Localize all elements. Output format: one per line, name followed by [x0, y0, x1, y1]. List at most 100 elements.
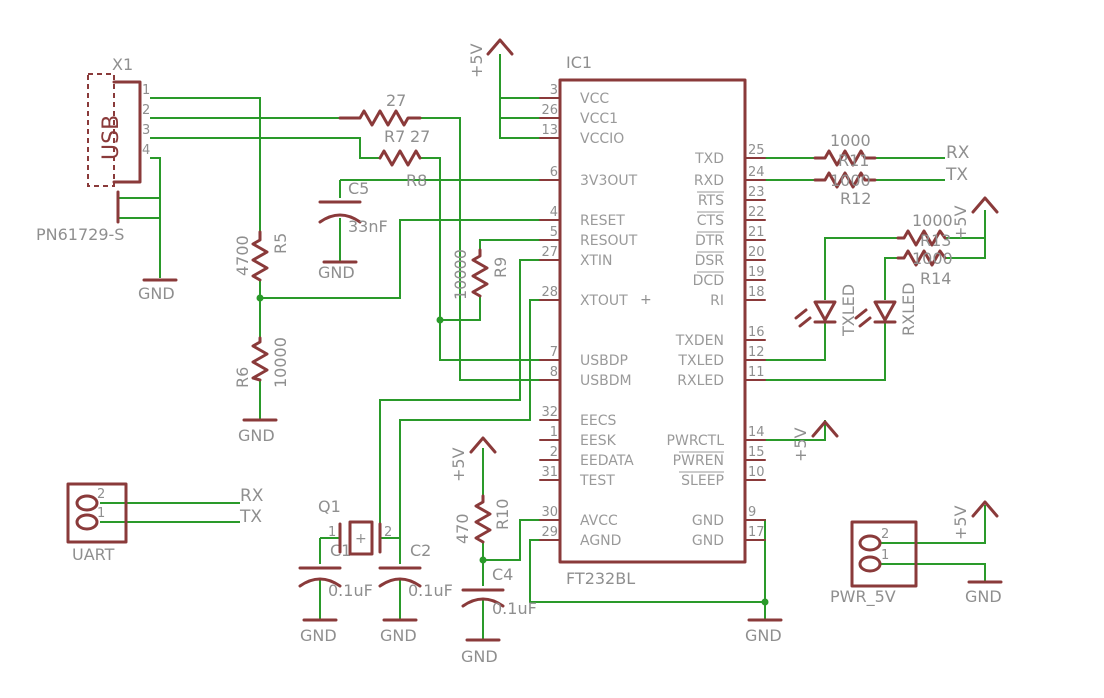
usb-pin-4: 4: [142, 143, 150, 158]
ic-pin-name: TEST: [579, 473, 615, 489]
ic-pin-name: RI: [710, 293, 724, 309]
capacitor-c1: C1 0.1uF: [298, 541, 373, 600]
r14-value: 1000: [912, 249, 953, 268]
c2-ref: C2: [410, 541, 431, 560]
r9-value: 10000: [451, 249, 470, 300]
capacitor-c4: C4 0.1uF: [461, 565, 537, 618]
resistor-r11: 1000 R11: [813, 131, 877, 170]
r13-ref: R13: [920, 231, 951, 250]
pwr-pin-2: 2: [881, 527, 889, 542]
vcc-symbol: +5V: [449, 436, 497, 482]
resistor-r6: 10000 R6: [233, 336, 290, 388]
ic-pin-name: USBDP: [580, 353, 628, 369]
ic-pin-number: 5: [550, 225, 558, 240]
q1-ref: Q1: [318, 497, 341, 516]
r8-value: 27: [410, 127, 430, 146]
ic-pin-number: 11: [748, 365, 765, 380]
c4-value: 0.1uF: [492, 599, 537, 618]
ic-pin-name: DSR: [695, 253, 725, 269]
net-rx: RX: [946, 143, 970, 163]
ic-pin-number: 27: [541, 245, 558, 260]
resistor-r5: 4700 R5: [233, 230, 290, 282]
ic-pin-number: 3: [550, 83, 558, 98]
c5-ref: C5: [348, 179, 369, 198]
junction-dot: [479, 556, 487, 564]
ic-pin-name: EECS: [580, 413, 616, 429]
ic-pin-number: 24: [748, 165, 765, 180]
gnd-label: GND: [300, 626, 337, 645]
uart-pin-1: 1: [97, 506, 105, 521]
resistor-r9: 10000 R9: [451, 248, 510, 300]
vcc-symbol: +5V: [467, 38, 514, 78]
ic-pin-name: GND: [692, 533, 724, 549]
vcc-symbol: +5V: [951, 500, 999, 540]
ic-pin-name: RESET: [580, 213, 625, 229]
uart-net-tx: TX: [239, 507, 262, 527]
r12-value: 1000: [830, 171, 871, 190]
vcc-symbol: +5V: [951, 196, 999, 240]
ic-pin-number: 22: [748, 205, 765, 220]
r6-value: 10000: [271, 337, 290, 388]
led-tx: TXLED: [794, 284, 858, 337]
r5-ref: R5: [271, 233, 290, 254]
junction-dot: [761, 598, 769, 606]
vcc-label: +5V: [951, 205, 970, 240]
ic-pin-number: 12: [748, 345, 765, 360]
gnd-label: GND: [238, 426, 275, 445]
usb-pin-2: 2: [142, 103, 150, 118]
gnd-symbol: GND: [318, 260, 358, 282]
ic-pin-name: TXDEN: [675, 333, 724, 349]
ic-pin-number: 21: [748, 225, 765, 240]
pwr-connector: 2 1 PWR_5V: [830, 520, 918, 607]
ic-pin-name: TXLED: [677, 353, 724, 369]
gnd-symbol: GND: [380, 618, 418, 645]
r10-value: 470: [453, 513, 472, 544]
ic-pin-number: 29: [541, 525, 558, 540]
q1-mark: +: [355, 531, 367, 547]
led-rx-label: RXLED: [899, 283, 918, 336]
r10-ref: R10: [493, 499, 512, 530]
vcc-label: +5V: [449, 447, 468, 482]
ic-pin-name: PWRCTL: [667, 433, 725, 449]
vcc-label: +5V: [951, 505, 970, 540]
ic-pin-name: CTS: [697, 213, 724, 229]
ic-pin-name: RXLED: [677, 373, 724, 389]
ic-ref: IC1: [566, 53, 592, 72]
net-tx: TX: [945, 165, 968, 185]
ic-pin-name: PWREN: [673, 453, 724, 469]
r13-value: 1000: [912, 211, 953, 230]
ic-pin-number: 31: [541, 465, 558, 480]
uart-pin-2: 2: [97, 487, 105, 502]
ic-pin-name: DCD: [693, 273, 724, 289]
vcc-label: +5V: [467, 43, 486, 78]
gnd-symbol: GND: [965, 580, 1003, 606]
uart-net-rx: RX: [240, 486, 264, 506]
ic-pin-name: VCC1: [580, 111, 618, 127]
usb-part-number: PN61729-S: [36, 225, 124, 244]
resistor-r10: 470 R10: [453, 494, 512, 544]
c5-value: 33nF: [348, 217, 388, 236]
usb-pin-3: 3: [142, 123, 150, 138]
r7-ref: R7: [384, 127, 405, 146]
r12-ref: R12: [840, 189, 871, 208]
uart-ref: UART: [72, 545, 115, 564]
ic-pin-number: 30: [541, 505, 558, 520]
ic-pin-number: 19: [748, 265, 765, 280]
gnd-symbol: GND: [300, 618, 338, 645]
ic-pin-name: RXD: [694, 173, 724, 189]
ic-pin-number: 26: [541, 103, 558, 118]
resistor-r14: 1000 R14: [896, 249, 953, 288]
gnd-label: GND: [745, 626, 782, 645]
ic-left-pins: 3VCC26VCC113VCCIO63V3OUT4RESET5RESOUT27X…: [539, 83, 638, 549]
usb-pin-1: 1: [142, 83, 150, 98]
ic-pin-number: 4: [550, 205, 558, 220]
ic-pin-name: AVCC: [580, 513, 618, 529]
ic-pin-number: 7: [550, 345, 558, 360]
ic-ft232bl: IC1 FT232BL 3VCC26VCC113VCCIO63V3OUT4RES…: [539, 53, 766, 588]
ic-pin-name: EEDATA: [580, 453, 634, 469]
ic-pin-name: 3V3OUT: [580, 173, 638, 189]
ic-pin-number: 18: [748, 285, 765, 300]
gnd-label: GND: [461, 647, 498, 666]
ic-pin-number: 23: [748, 185, 765, 200]
